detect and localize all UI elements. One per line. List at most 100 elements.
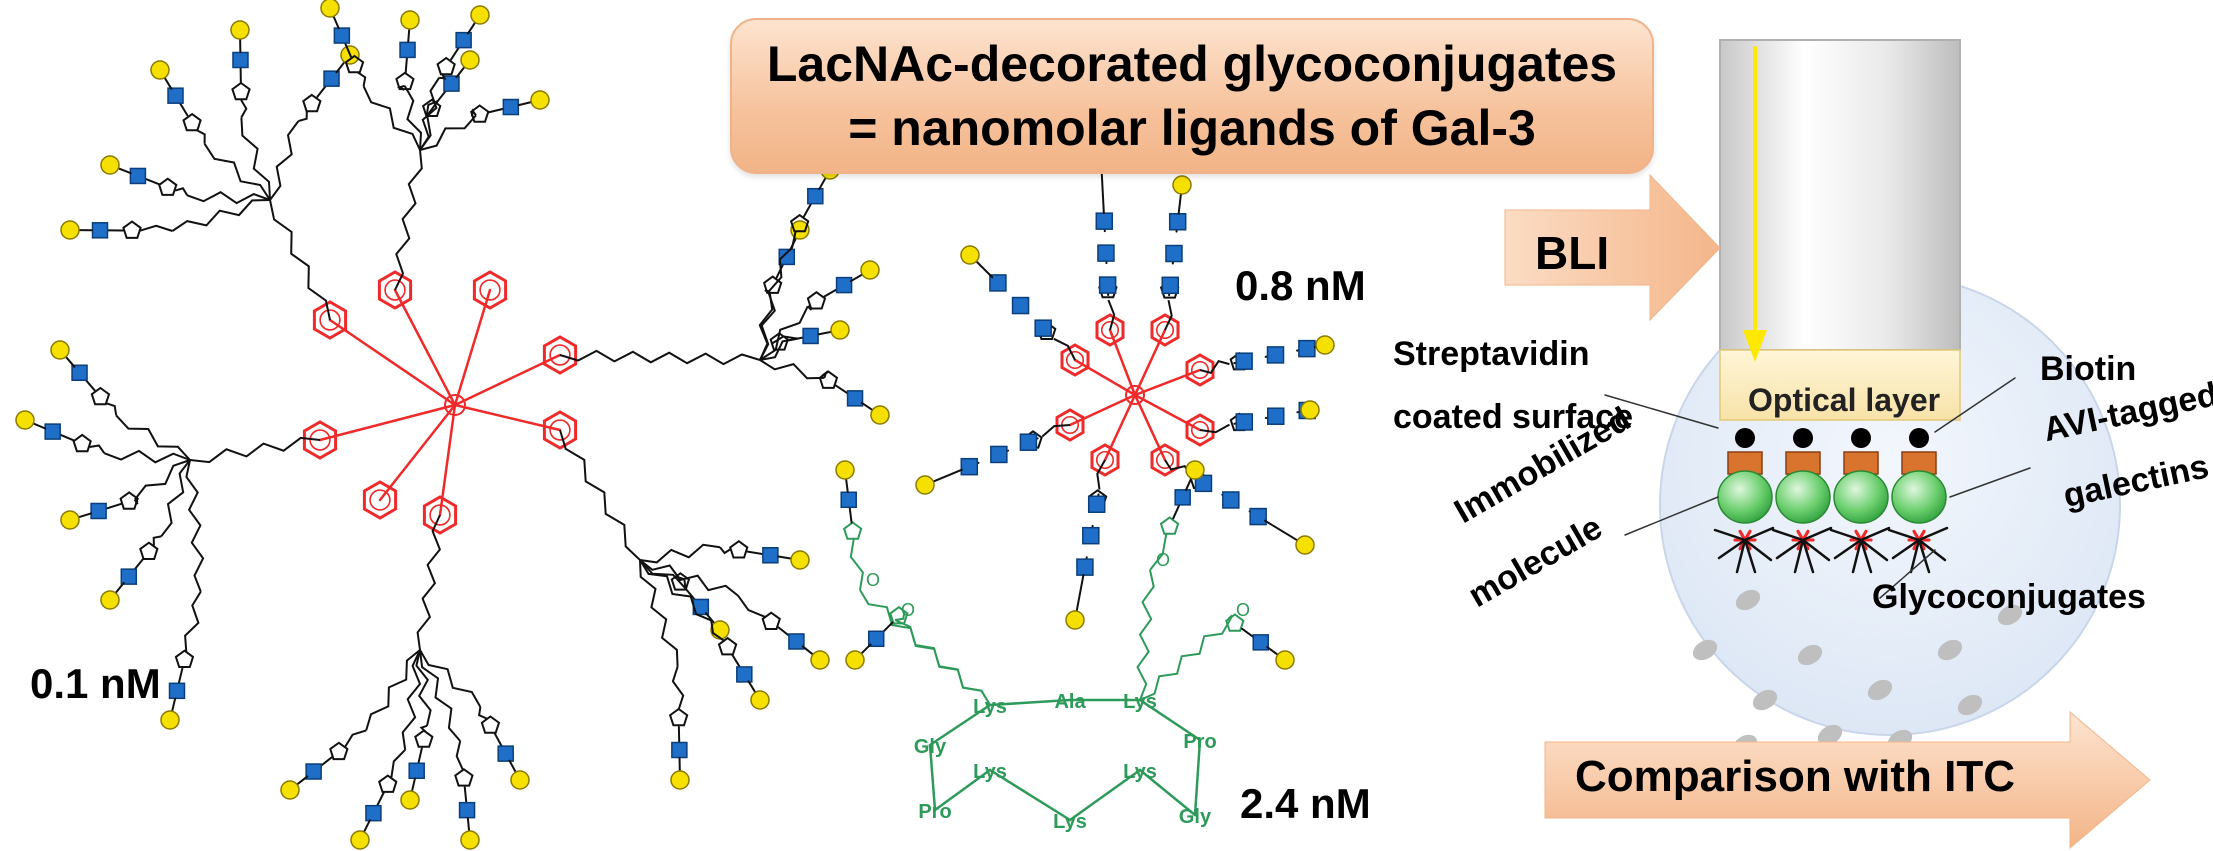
glcnac-square-icon [129,167,147,185]
analyte-ellipse [1867,679,1893,701]
galactose-circle-icon [60,510,80,530]
galactose-circle-icon [15,410,35,430]
triazole-ring-icon [182,112,202,132]
analyte-ellipse [1752,689,1778,711]
glcnac-square-icon [1222,491,1240,509]
glcnac-square-icon [365,804,382,822]
triazole-ring-icon [1159,516,1180,535]
galactose-circle-icon [810,650,830,670]
galactose-circle-icon [530,90,550,110]
galactose-circle-icon [790,550,810,570]
svg-text:O: O [1156,550,1170,570]
galactose-circle-icon [1275,650,1295,670]
svg-text:O: O [866,570,880,590]
galactose-circle-icon [510,770,530,790]
benzene-ring-icon [1185,413,1215,447]
glcnac-square-icon [671,741,688,759]
triazole-ring-icon [806,290,827,310]
triazole-ring-icon [72,433,92,453]
glcnac-square-icon [1161,276,1179,295]
galactose-circle-icon [50,340,70,360]
galactose-circle-icon [150,60,170,80]
large-dendrimer-structure [15,0,890,850]
optical-layer-label: Optical layer [1748,382,1941,418]
benzene-ring-icon [1060,343,1090,377]
affinity-large-dendrimer: 0.1 nM [30,660,161,707]
benzene-ring-icon [542,410,578,450]
triazole-ring-icon [717,636,738,656]
glcnac-square-icon [1165,244,1183,263]
glcnac-square-icon [497,745,514,762]
glcnac-square-icon [90,502,107,520]
glcnac-square-icon [840,491,857,509]
glcnac-square-icon [168,682,186,700]
glcnac-square-icon [1249,507,1267,526]
glcnac-square-icon [1252,634,1269,651]
biotin-dot [1793,428,1813,448]
galactose-circle-icon [835,460,855,480]
peptide-residue-label: Gly [1179,806,1212,828]
galactose-circle-icon [830,320,850,340]
glcnac-square-icon [1034,319,1052,337]
glcnac-square-icon [167,87,184,104]
analyte-ellipse [1797,644,1823,666]
analyte-ellipse [1735,589,1761,611]
title-line-2: = nanomolar ligands of Gal-3 [848,100,1536,156]
peptide-residue-label: Lys [1123,761,1157,783]
triazole-ring-icon [414,729,434,748]
glcnac-square-icon [408,762,425,780]
triazole-ring-icon [480,715,501,734]
glcnac-square-icon [802,327,819,345]
triazole-ring-icon [729,539,749,559]
small-dendrimer-structure [915,130,1335,630]
glcnac-square-icon [232,51,249,69]
galectin-icon [1717,470,1773,524]
benzene-ring-icon [422,495,458,535]
triazole-ring-icon [421,98,442,117]
glcnac-square-icon [762,547,779,564]
peptide-residue-label: Lys [973,696,1007,718]
triazole-ring-icon [174,649,195,668]
benzene-ring-icon [1095,313,1125,347]
triazole-ring-icon [761,611,781,630]
galactose-circle-icon [1295,535,1315,555]
glcnac-square-icon [1174,489,1191,506]
glcnac-square-icon [846,390,864,407]
triazole-ring-icon [139,541,159,560]
galactose-circle-icon [160,710,180,730]
galactose-circle-icon [845,650,865,670]
glcnac-square-icon [1266,346,1285,364]
galactose-circle-icon [860,260,880,280]
benzene-ring-icon [472,270,508,310]
glcnac-square-icon [502,98,520,116]
glcnac-square-icon [1267,407,1285,425]
galactose-circle-icon [870,405,890,425]
glcnac-square-icon [91,222,109,239]
biotin-label: Biotin [2040,350,2137,388]
glcnac-square-icon [1076,558,1094,576]
analyte-ellipse [1692,639,1718,661]
biosensor-probe [1719,39,1961,351]
glcnac-square-icon [960,457,979,476]
glcnac-square-icon [1235,352,1253,370]
galactose-circle-icon [1065,610,1085,630]
glcnac-square-icon [807,187,824,205]
peptide-residue-label: Lys [973,761,1007,783]
glcnac-square-icon [1011,296,1030,315]
triazole-ring-icon [395,71,415,91]
galactose-circle-icon [1315,335,1335,355]
benzene-ring-icon [542,335,578,375]
galactose-circle-icon [280,780,300,800]
galactose-circle-icon [460,50,480,70]
glcnac-square-icon [778,248,796,266]
galactose-circle-icon [1185,460,1205,480]
benzene-ring-icon [362,480,398,520]
comparison-arrow-label: Comparison with ITC [1575,752,2015,801]
glcnac-square-icon [1194,474,1213,493]
glcnac-square-icon [1168,212,1187,231]
glcnac-square-icon [443,75,460,92]
analyte-ellipse [1937,639,1963,661]
triazole-ring-icon [436,56,456,76]
